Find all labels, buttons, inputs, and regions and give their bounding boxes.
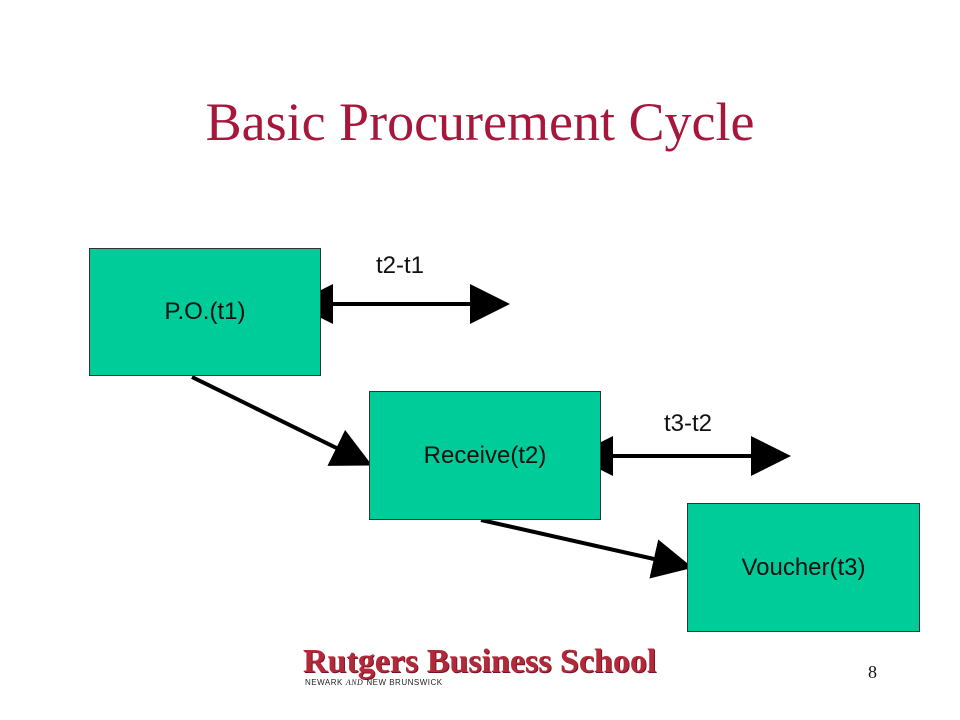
interval-label-t3-t2: t3-t2 bbox=[664, 410, 713, 437]
receive-box: Receive(t2) bbox=[369, 391, 601, 520]
page-number: 8 bbox=[868, 662, 877, 682]
logo-sub-new-brunswick: NEW BRUNSWICK bbox=[366, 678, 443, 687]
arrow-po-to-receive bbox=[191, 375, 373, 466]
po-box-label: P.O.(t1) bbox=[164, 298, 246, 325]
logo-sub-and: AND bbox=[345, 678, 364, 687]
slide-title: Basic Procurement Cycle bbox=[205, 92, 755, 152]
voucher-box-label: Voucher(t3) bbox=[741, 553, 866, 581]
interval-label-t2-t1: t2-t1 bbox=[376, 252, 425, 279]
receive-box-label: Receive(t2) bbox=[423, 441, 547, 469]
voucher-box: Voucher(t3) bbox=[687, 503, 920, 632]
logo-sub-newark: NEWARK bbox=[305, 678, 343, 687]
po-box: P.O.(t1) bbox=[89, 248, 321, 376]
arrow-receive-to-voucher bbox=[480, 518, 693, 579]
logo-wordmark: Rutgers Business School bbox=[303, 643, 657, 680]
